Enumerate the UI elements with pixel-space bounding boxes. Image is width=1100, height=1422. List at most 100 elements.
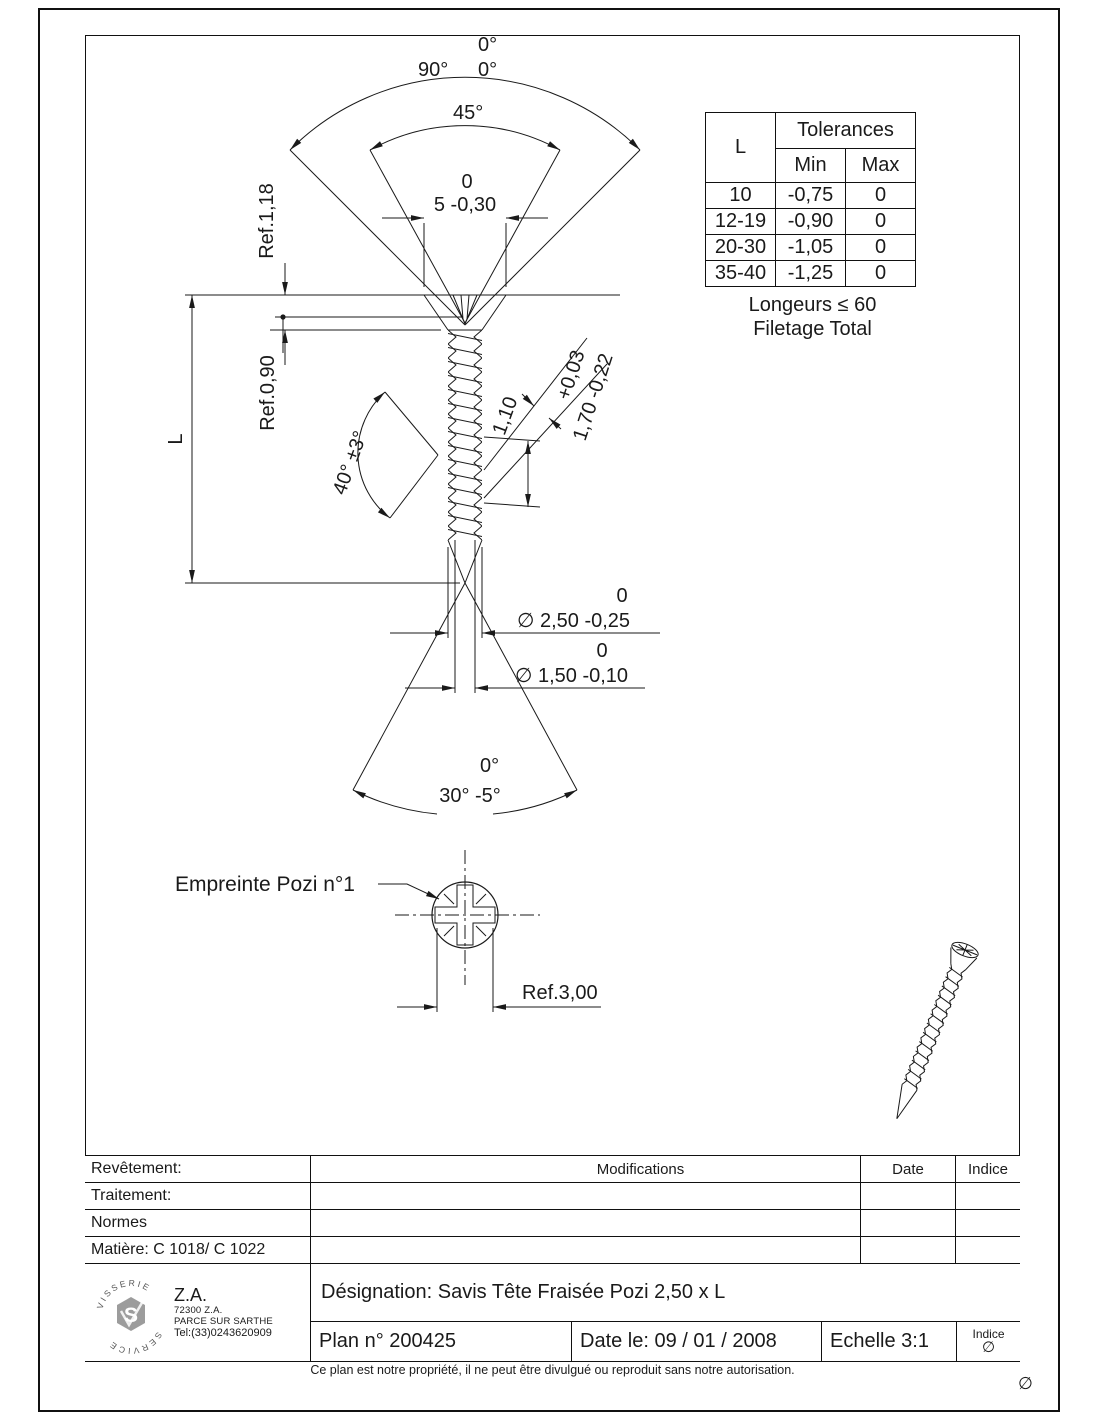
indice-cell (955, 1183, 1020, 1209)
pitch-dimension (483, 436, 541, 508)
head-dia-tol: 0 (461, 171, 472, 193)
major-diameter-dimension (390, 547, 660, 638)
plan-number: Plan n° 200425 (319, 1330, 457, 1352)
flank-angle-dimension (357, 391, 439, 519)
date-cell (860, 1210, 955, 1236)
label-matiere: Matière: C 1018/ C 1022 (91, 1241, 266, 1258)
ref-pozi-value: Ref.3,00 (522, 982, 598, 1004)
angle90-tol-top: 0° (478, 35, 497, 56)
logo-check-icon (119, 1299, 145, 1327)
tip-angle-tol: 0° (480, 755, 499, 777)
head-dia-value: 5 -0,30 (434, 194, 496, 216)
row-traitement: Traitement: (85, 1183, 1020, 1210)
tol-cell: -1,05 (775, 234, 846, 261)
title-block-main: VISSERIE SERVICE S Z.A. 72300 Z.A. PARCE… (85, 1264, 1020, 1362)
title-block-right: Désignation: Savis Tête Fraisée Pozi 2,5… (310, 1264, 1020, 1361)
tip-angle-value: 30° -5° (439, 785, 501, 807)
head-diameter-dimension (382, 215, 548, 287)
note-line2: Filetage Total (753, 317, 872, 340)
angle90-value: 90° (418, 59, 448, 81)
plan-row: Plan n° 200425 Date le: 09 / 01 / 2008 E… (311, 1322, 1020, 1361)
tol-cell: -1,25 (775, 260, 846, 287)
tip-angle-dimension (352, 582, 578, 815)
pozi-leader (378, 883, 440, 900)
label-traitement: Traitement: (91, 1187, 172, 1204)
svg-text:SERVICE: SERVICE (106, 1330, 164, 1356)
company-logo: VISSERIE SERVICE S (95, 1277, 164, 1356)
modifications-cell (310, 1210, 860, 1236)
tol-cell: 20-30 (705, 234, 776, 261)
date-cell (860, 1237, 955, 1263)
plan-indice-label: Indice (972, 1327, 1005, 1341)
pozi-recess-section (452, 294, 478, 325)
plan-scale: Echelle 3:1 (821, 1322, 956, 1361)
major-dia-tol: 0 (616, 585, 627, 607)
ref-head-height-dimension (270, 263, 441, 365)
ref-recess-depth-dimension (275, 314, 463, 353)
tol-cell: 0 (845, 182, 916, 209)
tol-cell: 0 (845, 260, 916, 287)
row-revetement: Revêtement: Modifications Date Indice (85, 1156, 1020, 1183)
designation: Désignation: Savis Tête Fraisée Pozi 2,5… (311, 1264, 1020, 1322)
length-label: L (165, 433, 187, 444)
ref-head-height-value: Ref.1,18 (256, 183, 278, 259)
tol-max-header: Max (845, 148, 916, 183)
tol-cell: 0 (845, 234, 916, 261)
company-phone: Tel:(33)0243620909 (174, 1327, 272, 1340)
tol-cell: -0,75 (775, 182, 846, 209)
modifications-cell (310, 1183, 860, 1209)
outer-frame (38, 8, 1060, 1412)
header-modifications: Modifications (310, 1156, 860, 1182)
footer-note: Ce plan est notre propriété, il ne peut … (310, 1363, 795, 1377)
pitch-value: 1,10 (488, 394, 522, 438)
tol-cell: 35-40 (705, 260, 776, 287)
modifications-cell (310, 1237, 860, 1263)
angle90-tol-bottom: 0° (478, 59, 497, 81)
date-cell (860, 1183, 955, 1209)
head-angle-90-dimension (289, 76, 641, 326)
core-dia-tol: 0 (596, 640, 607, 662)
main-drawing: 0° 90° 0° 45° 0 5 -0,30 Ref.1,18 Ref.0,9… (165, 35, 979, 1120)
tol-cell: -0,90 (775, 208, 846, 235)
indice-cell (955, 1210, 1020, 1236)
corner-diameter-mark: ∅ (1018, 1374, 1033, 1393)
length-dimension (185, 294, 620, 584)
header-date: Date (860, 1156, 955, 1182)
tol-cell: 10 (705, 182, 776, 209)
label-revetement: Revêtement: (91, 1160, 182, 1177)
logo-ring-bottom: SERVICE (106, 1330, 161, 1356)
company-line2: PARCE SUR SARTHE (174, 1315, 273, 1327)
angle-45-dimension (369, 125, 561, 324)
pozi-cross (434, 884, 496, 946)
ref-pozi-dimension (397, 928, 601, 1012)
tolerance-notes: Longeurs ≤ 60 Filetage Total (690, 294, 935, 341)
tol-min-header: Min (775, 148, 846, 183)
row-matiere: Matière: C 1018/ C 1022 (85, 1237, 1020, 1264)
ref-recess-depth-value: Ref.0,90 (257, 355, 279, 431)
plan-date: Date le: 09 / 01 / 2008 (571, 1322, 821, 1361)
thread-inner-dimension (483, 337, 608, 499)
label-normes: Normes (91, 1214, 148, 1231)
note-line1: Longeurs ≤ 60 (748, 294, 877, 316)
pozi-drive-label: Empreinte Pozi n°1 (175, 873, 355, 896)
screw-tip (447, 539, 483, 585)
plan-indice: Indice ∅ (956, 1322, 1020, 1361)
tol-l-header: L (705, 112, 776, 183)
major-dia-value: ∅ 2,50 -0,25 (517, 610, 630, 632)
core-diameter-dimension (405, 540, 645, 693)
header-indice: Indice (955, 1156, 1020, 1182)
plan-indice-value: ∅ (981, 1339, 996, 1356)
tol-cell: 0 (845, 208, 916, 235)
logo-hexagon (117, 1296, 145, 1331)
company-line1: 72300 Z.A. (174, 1304, 223, 1316)
core-dia-value: ∅ 1,50 -0,10 (515, 665, 628, 687)
company-cell: VISSERIE SERVICE S Z.A. 72300 Z.A. PARCE… (85, 1264, 310, 1361)
indice-cell (955, 1237, 1020, 1263)
tol-cell: 12-19 (705, 208, 776, 235)
company-address: Z.A. 72300 Z.A. PARCE SUR SARTHE Tel:(33… (174, 1285, 273, 1340)
tolerance-table: L Tolerances Min Max 10 -0,75 0 12-19 -0… (705, 112, 916, 287)
thumbnail-screw (896, 941, 979, 1120)
screw-threads (448, 330, 482, 540)
angle45-value: 45° (453, 102, 483, 124)
row-normes: Normes (85, 1210, 1020, 1237)
